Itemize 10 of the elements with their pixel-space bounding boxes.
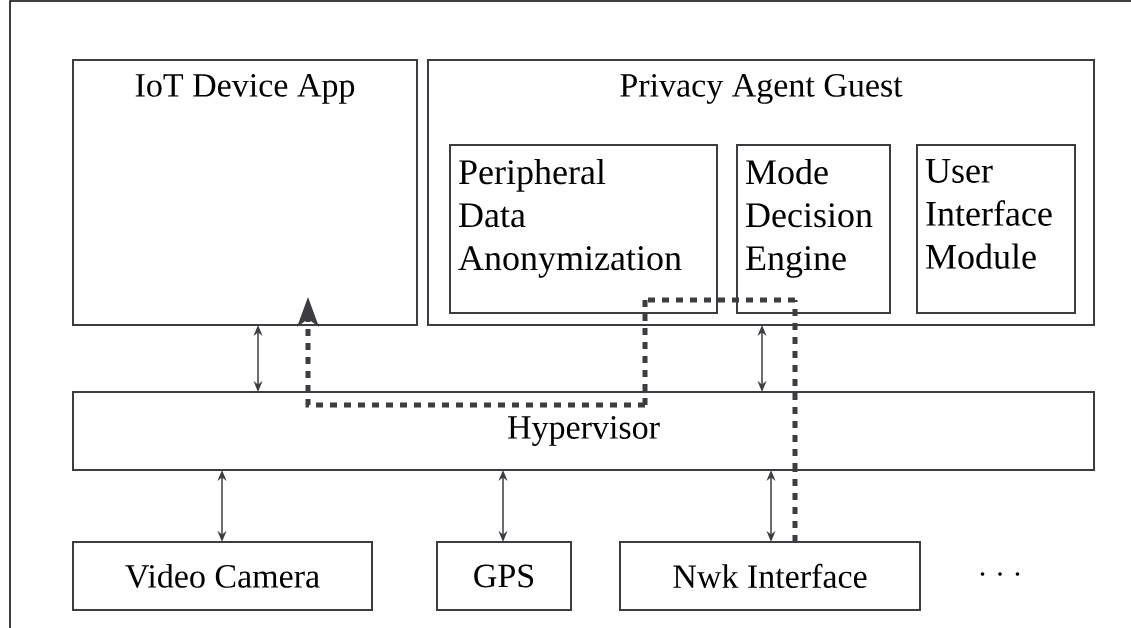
layer-box: Hypervisor (72, 391, 1095, 471)
component-box: Peripheral Data Anonymization (449, 144, 718, 314)
component-box: Mode Decision Engine (736, 144, 891, 314)
component-box: User Interface Module (916, 144, 1076, 314)
layer-box: GPS (436, 541, 572, 611)
layer-box: Nwk Interface (619, 541, 921, 611)
layer-box: Video Camera (72, 541, 373, 611)
ellipsis-label: · · · (980, 572, 1020, 576)
module-box: IoT Device App (72, 59, 418, 326)
arrow (297, 297, 645, 408)
